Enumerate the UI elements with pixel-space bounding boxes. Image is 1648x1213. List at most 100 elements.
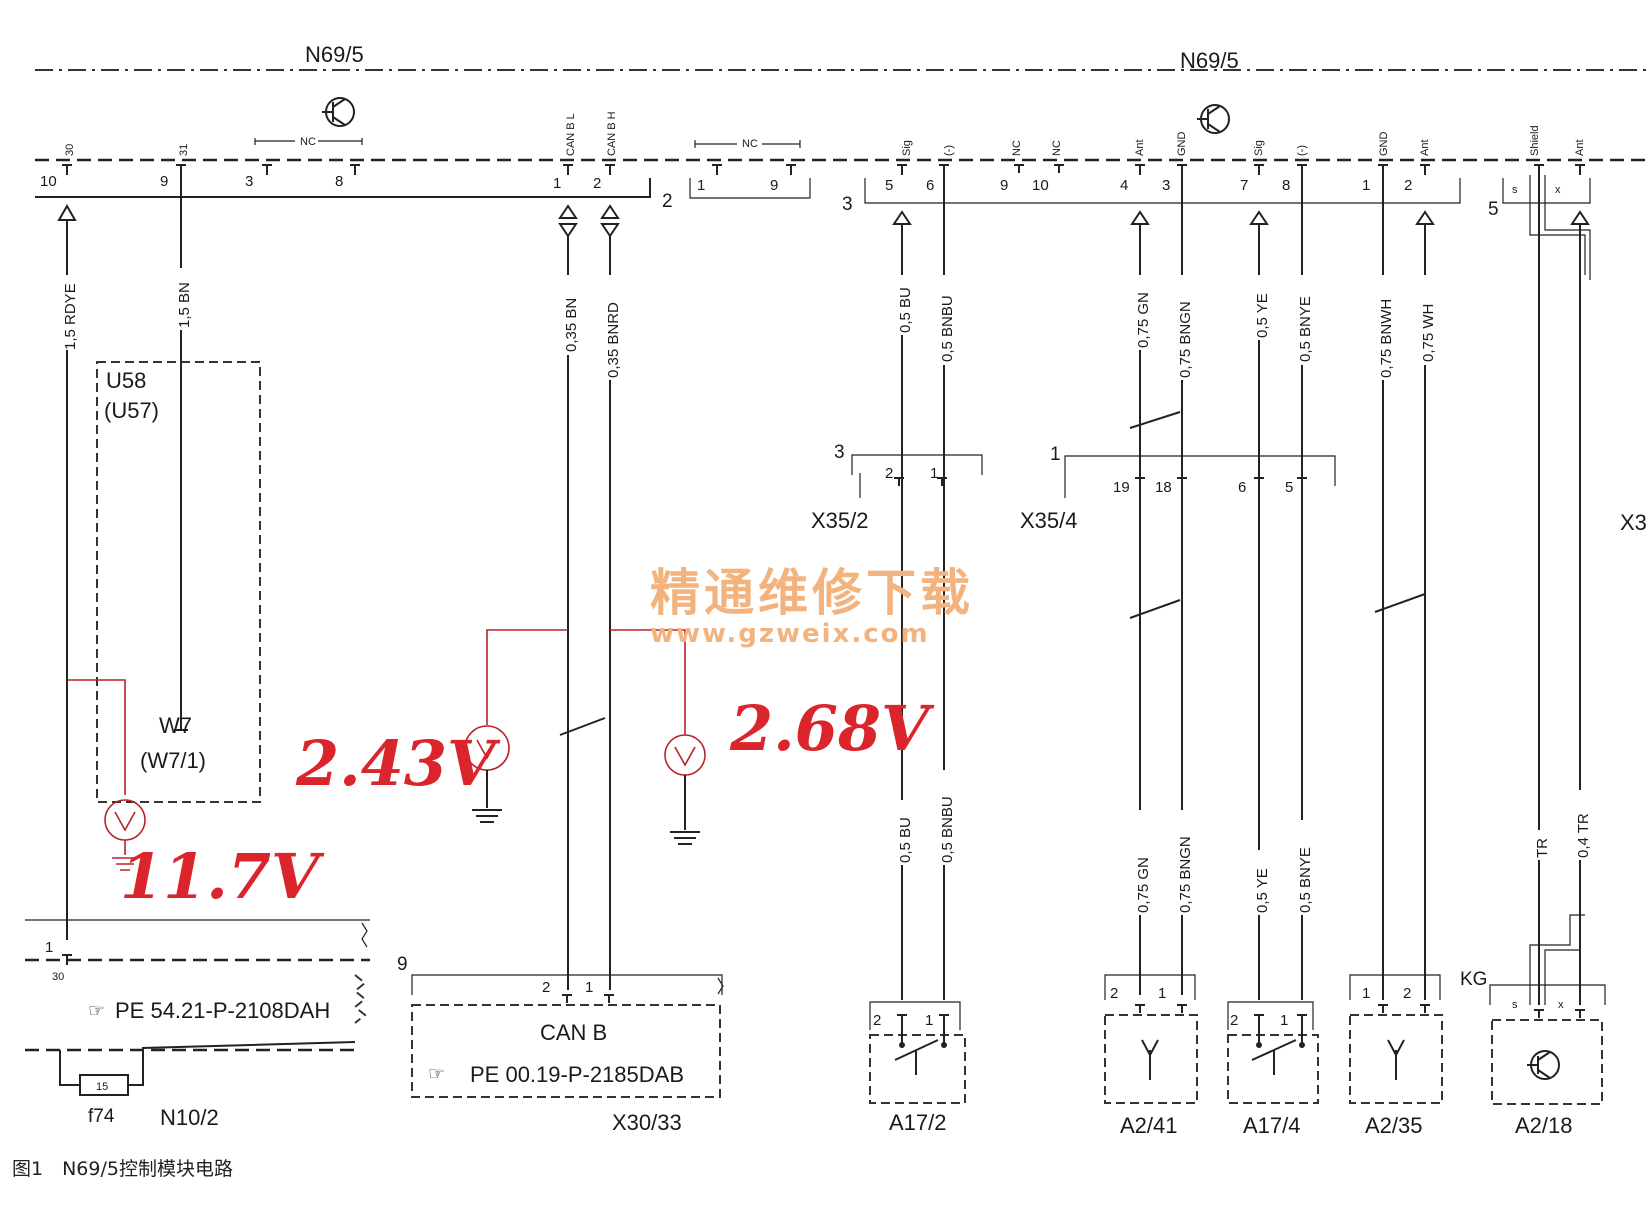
a17-4-block: 2 1 A17/4: [1227, 1001, 1319, 1138]
connector-2-body: [689, 178, 811, 199]
pin-label: Ant: [1134, 139, 1146, 156]
wire-label: 0,5 BNYE: [1297, 296, 1314, 362]
x3-label: X3: [1620, 510, 1647, 535]
wire-label: 1,5 RDYE: [62, 283, 79, 350]
a17-4-label: A17/4: [1243, 1113, 1301, 1138]
voltage-reading-2: 2.43V: [295, 727, 501, 800]
pin-number: 1: [930, 465, 938, 482]
wire-label: 0,4 TR: [1575, 813, 1592, 858]
pin-stubs: [1135, 477, 1307, 486]
signal-arrows: [57, 203, 1590, 238]
pin-number: x: [1558, 999, 1564, 1011]
nc-label: NC: [742, 138, 758, 150]
pin-label: Sig: [901, 140, 913, 156]
x30-33-block: 9 2 1 CAN B ☞ PE 00.19-P-2185DAB X30/33: [397, 954, 724, 1135]
pin-number: 6: [1238, 479, 1246, 496]
nc-bracket: [694, 140, 801, 148]
connector-3-body: [864, 178, 1461, 204]
pin-numbers: 10 9 3 8 1 2 2 1 9 3 5 6 9 10 4 3 7 8 1 …: [40, 173, 1561, 220]
wire-label: 0,75 GN: [1135, 292, 1152, 348]
pin-number: 1: [1280, 1012, 1288, 1029]
wire-label: 0,75 GN: [1135, 857, 1152, 913]
pin-number: s: [1512, 184, 1518, 196]
pin-number: 4: [1120, 177, 1128, 194]
n10-2-block: 1 30 ☞ PE 54.21-P-2108DAH 15 f74 N10/2: [25, 919, 370, 1130]
pin-number: 3: [1162, 177, 1170, 194]
pin-number: 2: [873, 1012, 881, 1029]
pin-number: 8: [335, 173, 343, 190]
pin-stubs: [894, 477, 947, 486]
wire-label: 0,5 BNYE: [1297, 847, 1314, 913]
pin-label: CAN B H: [606, 111, 618, 156]
w7-label: W7: [159, 713, 192, 738]
pin-number: 1: [697, 177, 705, 194]
antenna-icon: [1387, 1039, 1405, 1080]
pin-label: GND: [1378, 132, 1390, 157]
pin-stubs: [62, 164, 1585, 175]
pin-label: Shield: [1529, 125, 1541, 156]
wire-label: 0,5 BU: [897, 287, 914, 333]
wire-labels: 1,5 RDYE 1,5 BN 0,35 BN 0,35 BNRD 0,5 BU…: [62, 282, 1592, 913]
antenna-icon: [1141, 1039, 1159, 1080]
wire-label: 0,75 BNWH: [1378, 299, 1395, 378]
n10-2-label: N10/2: [160, 1105, 219, 1130]
a17-2-block: 2 1 A17/2: [869, 1001, 966, 1135]
a2-18-label: A2/18: [1515, 1113, 1573, 1138]
pin-number: 2: [1110, 985, 1118, 1002]
u58-label: U58: [106, 368, 146, 393]
pin-number: 2: [593, 175, 601, 192]
pin-number: 1: [1362, 177, 1370, 194]
pin-number: 7: [1240, 177, 1248, 194]
wire-label: 0,35 BNRD: [605, 302, 622, 378]
pin-label: NC: [1051, 140, 1063, 156]
kg-label: KG: [1460, 969, 1487, 990]
x35-4-connector: [1064, 455, 1336, 498]
figure-caption: 图1 N69/5控制模块电路: [12, 1158, 233, 1180]
pin-number: 2: [1404, 177, 1412, 194]
wires: [66, 175, 1591, 1005]
a2-35-label: A2/35: [1365, 1113, 1423, 1138]
voltage-reading-1: 11.7V: [120, 840, 325, 913]
wire-label: 0,75 WH: [1420, 304, 1437, 362]
module-label-right: N69/5: [1180, 48, 1239, 73]
pin-number: 5: [885, 177, 893, 194]
x35-2-connector: [851, 454, 983, 498]
w71-label: (W7/1): [140, 748, 206, 773]
pin-label: GND: [1176, 132, 1188, 157]
connector-5-body: [1502, 178, 1591, 204]
pe-reference-icon: ☞: [428, 1064, 445, 1085]
pin-label: NC: [1011, 140, 1023, 156]
pin-label: CAN B L: [565, 113, 577, 156]
connector-number: 3: [834, 442, 845, 463]
f74-label: f74: [88, 1106, 115, 1127]
pe-reference: PE 54.21-P-2108DAH: [115, 998, 330, 1023]
connector-number: 5: [1488, 199, 1499, 220]
nc-label: NC: [300, 136, 316, 148]
a2-18-block: KG s x A2/18: [1460, 969, 1606, 1138]
connector-number: 2: [662, 191, 673, 212]
wire-label: 0,5 BNBU: [939, 295, 956, 362]
pin-number: 19: [1113, 479, 1130, 496]
wire-label: 0,75 BNGN: [1177, 836, 1194, 913]
pin-label: Ant: [1419, 139, 1431, 156]
pin-number: 9: [770, 177, 778, 194]
wire-label: 0,5 BU: [897, 817, 914, 863]
pin-label: Sig: [1253, 140, 1265, 156]
pin-label: Ant: [1574, 139, 1586, 156]
pin-function-labels: 30 31 CAN B L CAN B H Sig (-) NC NC Ant …: [64, 111, 1586, 156]
x35-2-label: X35/2: [811, 508, 869, 533]
a2-35-block: 1 2 A2/35: [1349, 974, 1443, 1138]
pin-number: s: [1512, 999, 1518, 1011]
pin-number: 9: [160, 173, 168, 190]
wire-label: 0,5 YE: [1254, 293, 1271, 338]
pin-number: 2: [1403, 985, 1411, 1002]
x35-4-label: X35/4: [1020, 508, 1078, 533]
a17-2-label: A17/2: [889, 1110, 947, 1135]
pin-number: 10: [40, 173, 57, 190]
u58-box: [96, 361, 261, 803]
transistor-icon: [1527, 1050, 1560, 1080]
pin-number: 10: [1032, 177, 1049, 194]
pin-number: 2: [885, 465, 893, 482]
voltage-reading-3: 2.68V: [729, 692, 935, 765]
pin-number: 9: [1000, 177, 1008, 194]
